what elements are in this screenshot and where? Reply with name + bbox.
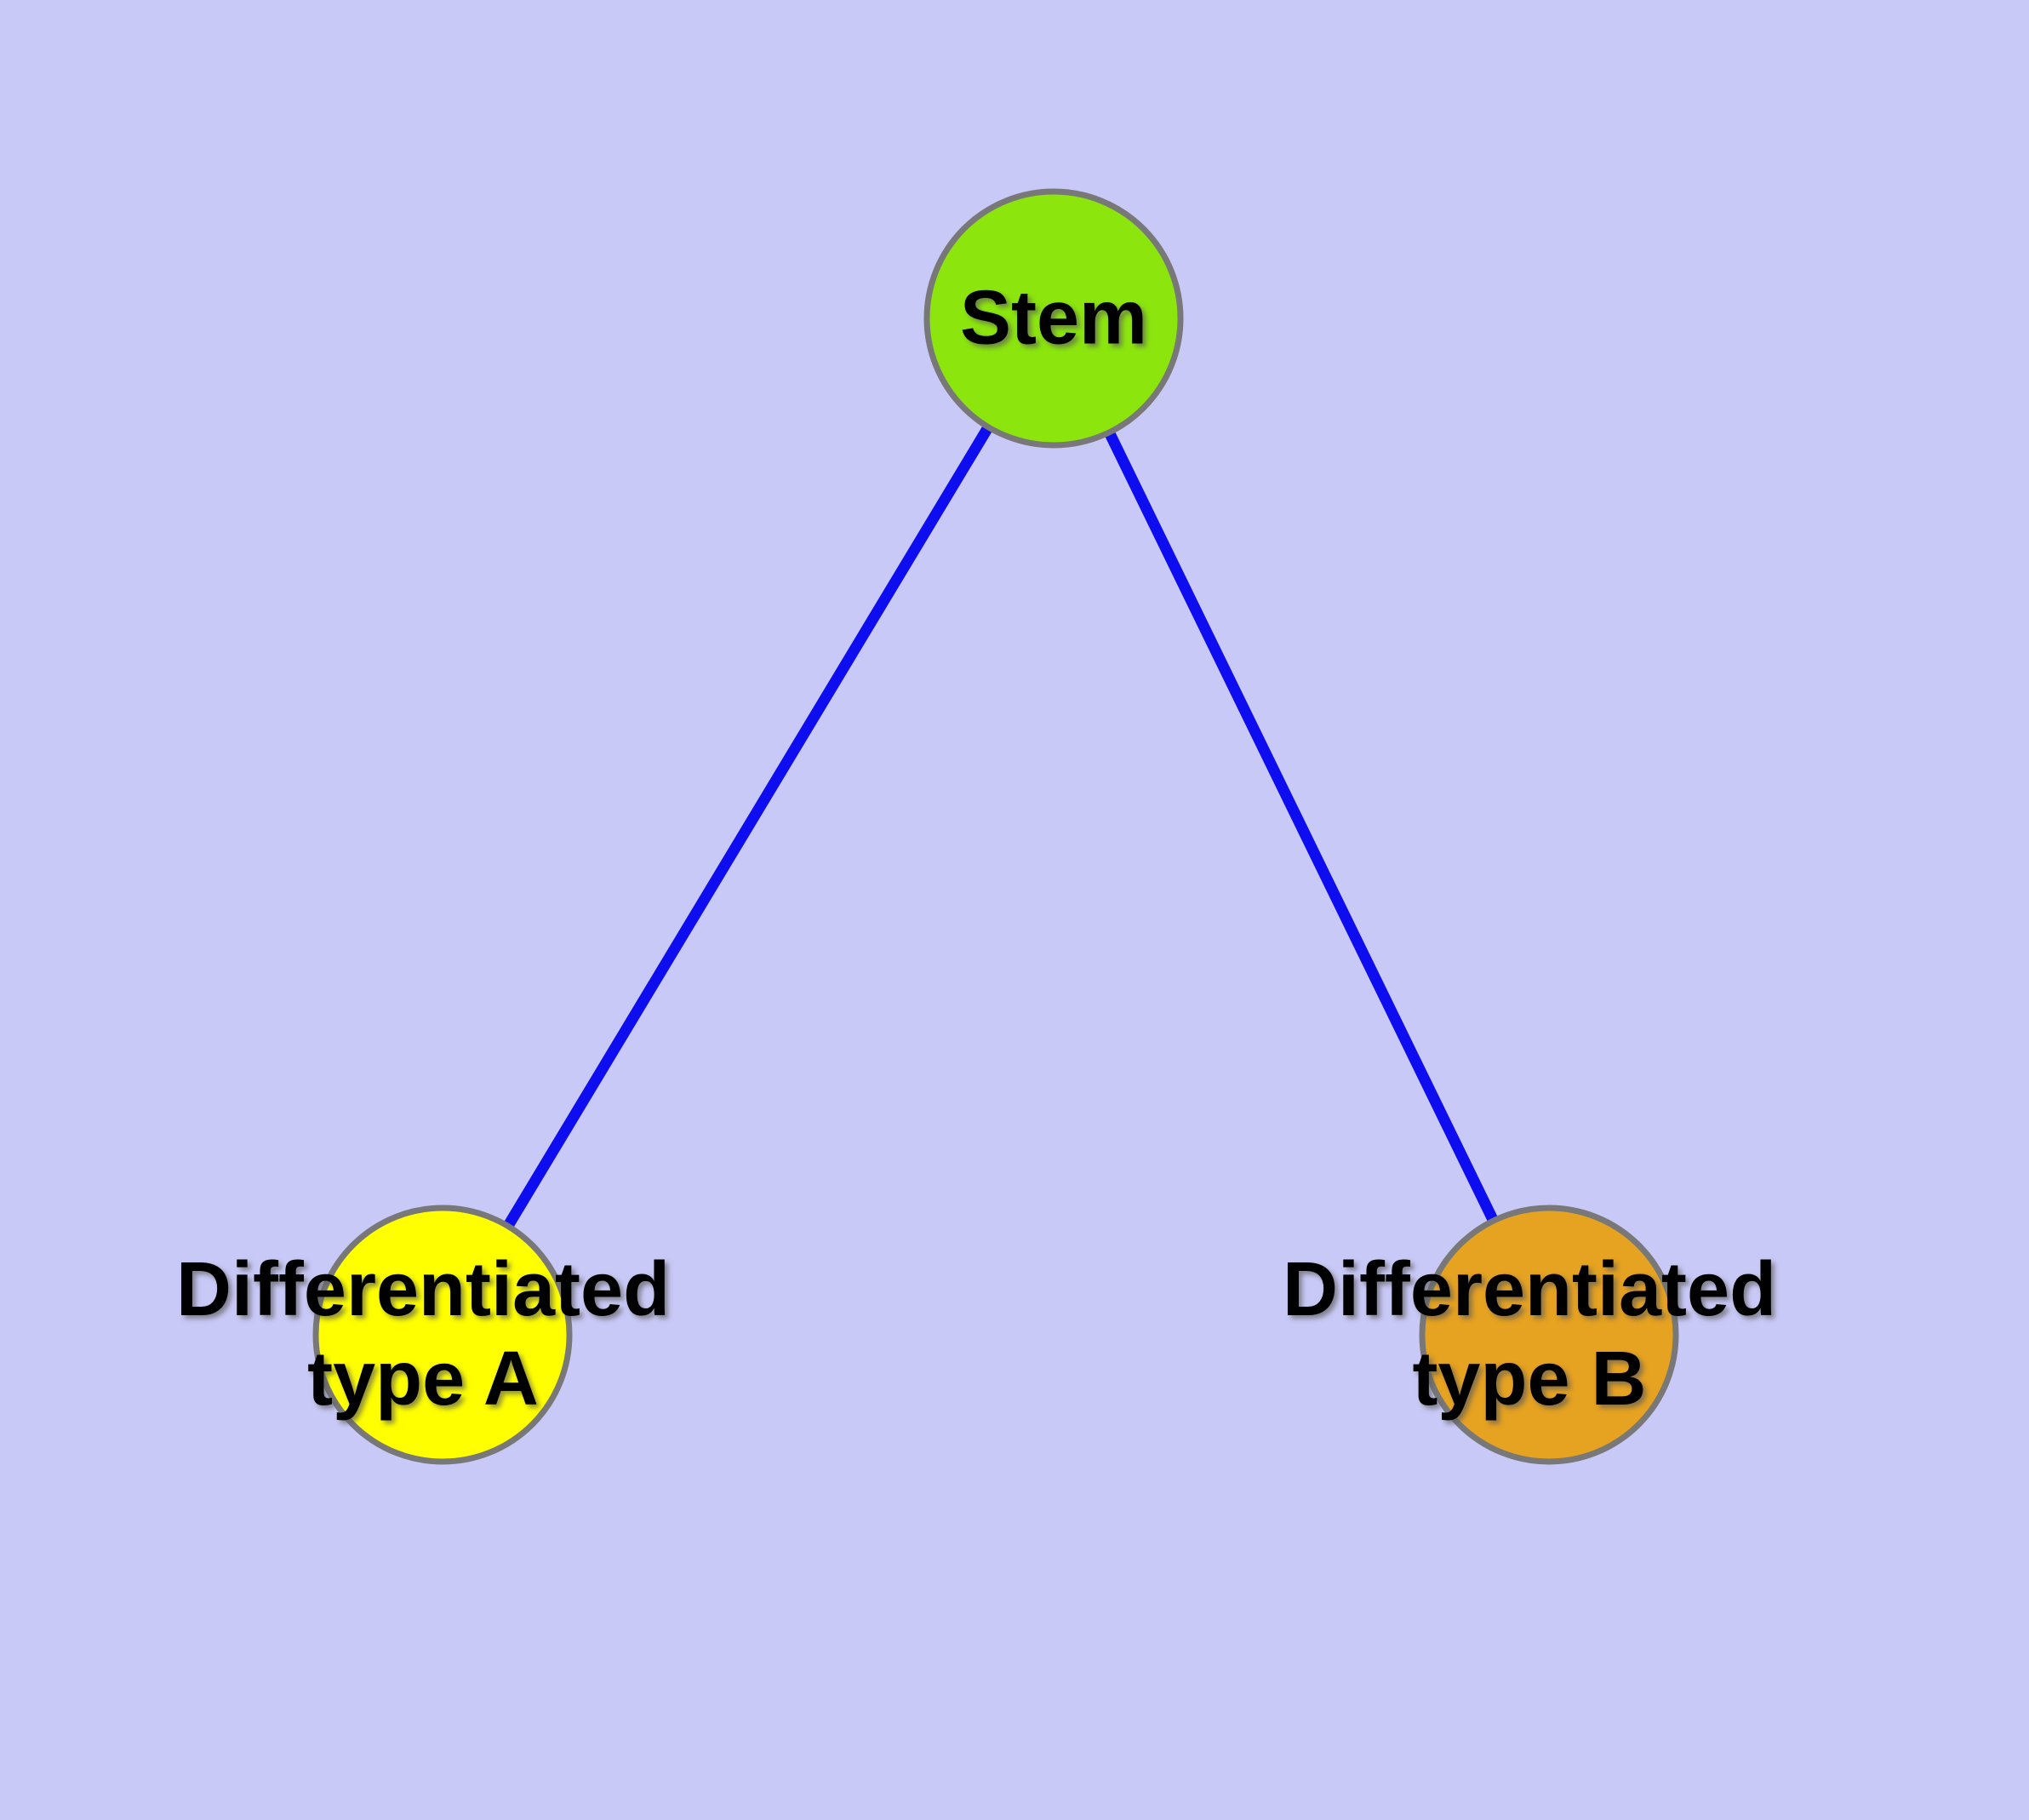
edge-stem-to-type-a	[437, 315, 1059, 1338]
node-differentiated-type-b[interactable]	[1419, 1205, 1679, 1465]
node-stem[interactable]	[923, 188, 1184, 449]
edge-stem-to-type-b	[1049, 316, 1554, 1337]
node-differentiated-type-a[interactable]	[312, 1205, 573, 1465]
